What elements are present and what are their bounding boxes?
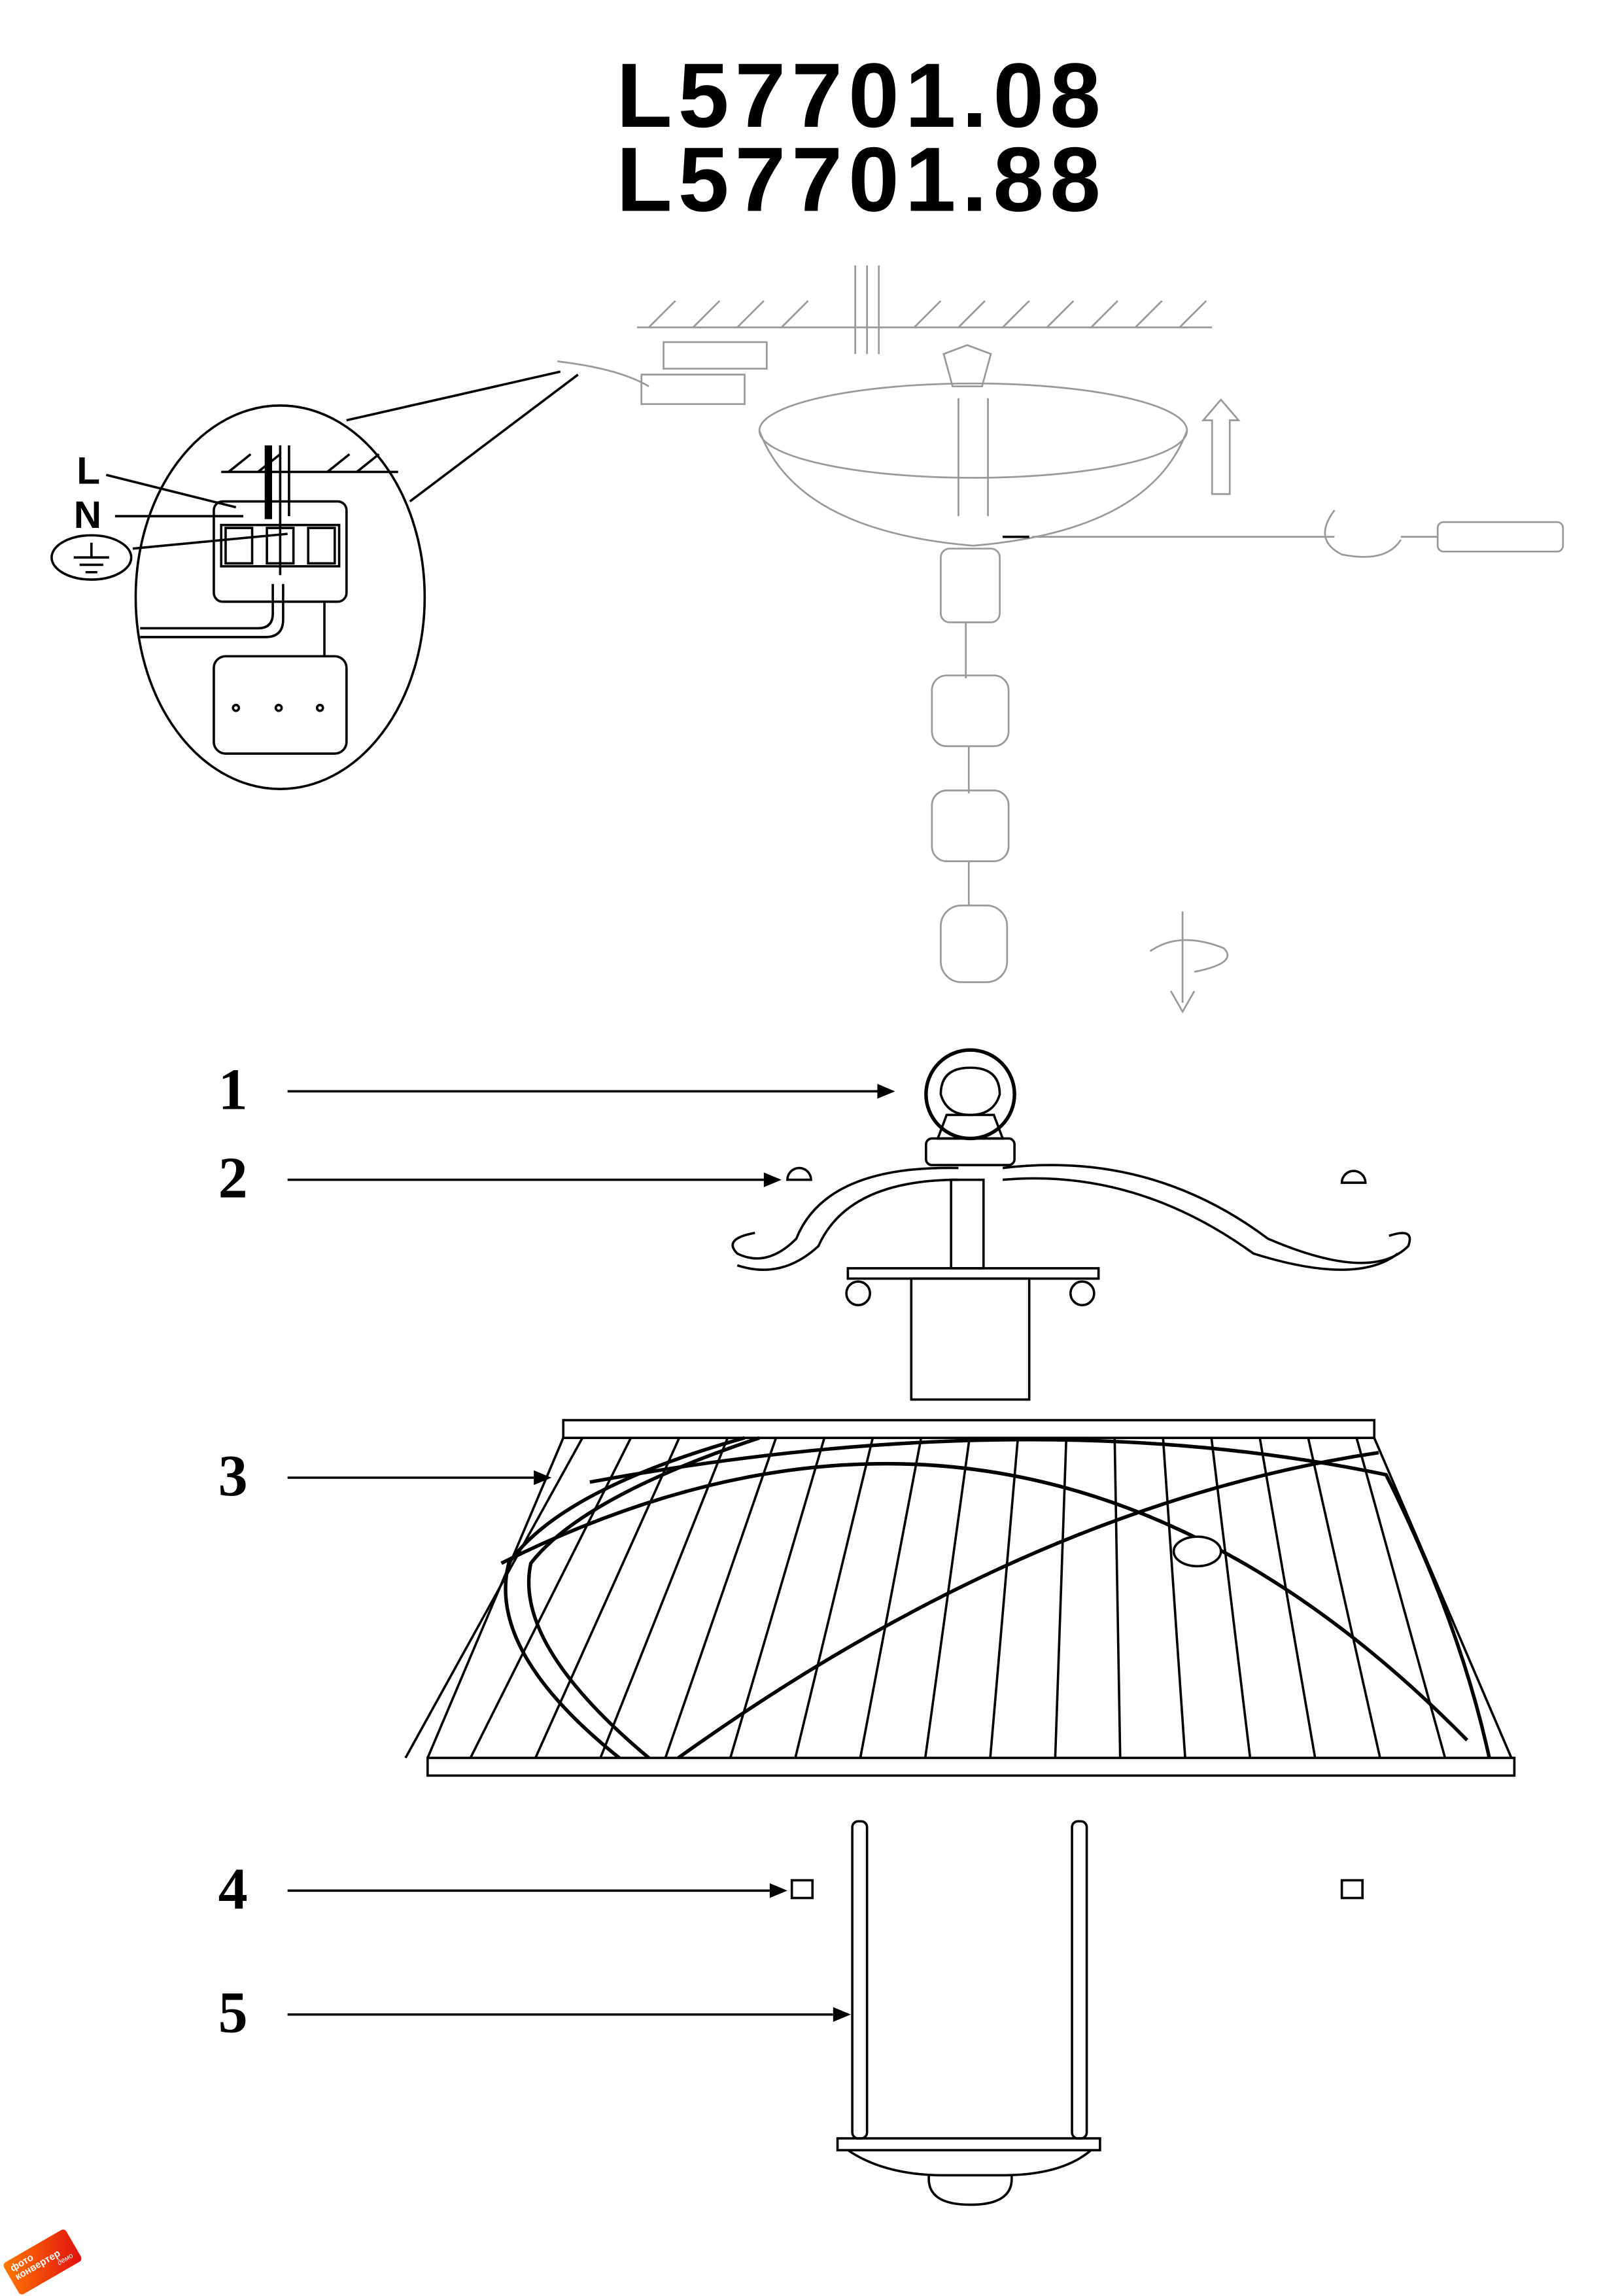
shade-pleat [923,1437,971,1758]
shade-pleat [1162,1438,1186,1758]
shade-pleat [1307,1437,1381,1758]
part-number-1: 1 [218,1056,248,1122]
shade-pleat [1054,1438,1068,1758]
model-number-1: L57701.08 [616,44,1106,147]
part-1-ring [924,1048,1016,1166]
part-2-arms [731,1164,1411,1401]
shade-pleat [729,1437,826,1758]
shade-pleat [859,1437,923,1758]
shade-pleat [599,1437,729,1759]
part-labels: 1 2 3 4 5 [218,1056,895,2045]
part-number-3: 3 [218,1443,248,1508]
shade-pleat [1113,1438,1122,1758]
part-number-4: 4 [218,1856,248,1921]
wiring-detail: L N [50,370,579,790]
part-number-2: 2 [218,1145,248,1211]
part-4-nuts [790,1879,1364,1900]
part-number-5: 5 [218,1980,248,2045]
ceiling-mount-illustration [557,265,1564,1014]
shade-pleat [1258,1437,1317,1758]
shade-pleat [1210,1437,1252,1758]
ground-icon [50,534,133,581]
live-wire-label: L [77,449,100,492]
shade-pleat [664,1437,778,1758]
part-5-frame [836,1820,1101,2206]
model-number-2: L57701.88 [616,128,1106,230]
neutral-wire-label: N [74,494,101,536]
shade-pleat [404,1437,584,1759]
shade-pleat [794,1437,874,1758]
part-3-shade [404,1419,1516,1777]
shade-pleat [989,1437,1020,1758]
